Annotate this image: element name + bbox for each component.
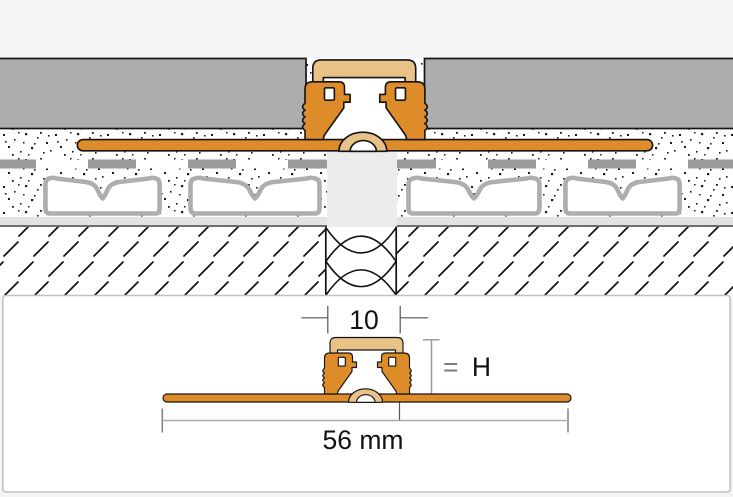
- dim-total-width-label: 56 mm: [323, 425, 404, 455]
- dim-movement-width-label: 10: [349, 305, 378, 335]
- joint-filler-board: [324, 226, 398, 296]
- dim-height-label: H: [472, 352, 491, 382]
- svg-text:= H: = H: [443, 352, 491, 382]
- tile-left: [0, 57, 307, 130]
- dim-height-equals: =: [443, 352, 458, 382]
- assembly-section: [0, 57, 733, 296]
- dimension-movement-width: 10: [301, 305, 428, 335]
- dimension-total-width: 56 mm: [161, 408, 569, 455]
- tile-right: [423, 57, 733, 130]
- dimension-panel: 10 = H 56 mm: [1, 294, 732, 493]
- joint-gap: [327, 150, 397, 227]
- dimension-height: = H: [423, 339, 491, 394]
